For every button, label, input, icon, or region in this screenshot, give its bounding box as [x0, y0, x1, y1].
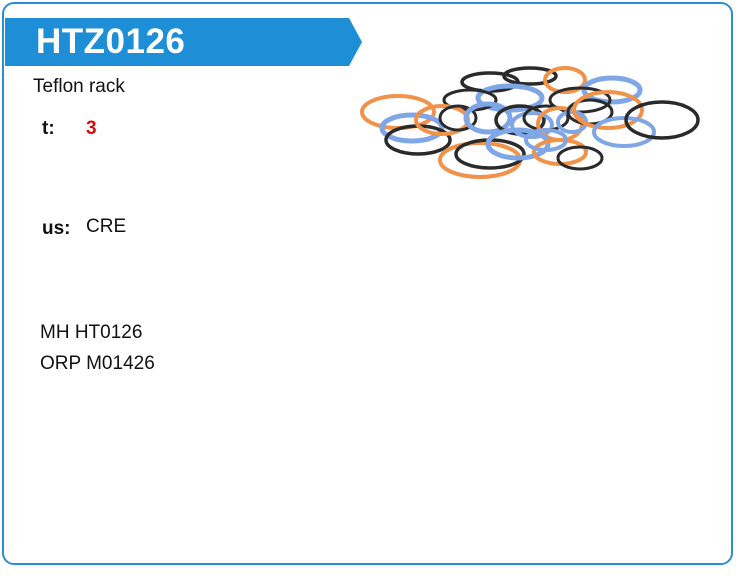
title-banner: HTZ0126: [5, 18, 362, 66]
banner-shape: [5, 18, 362, 66]
reference-orp: ORP M01426: [40, 353, 155, 374]
o-ring-seals-icon: [360, 66, 700, 179]
product-description: Teflon rack: [33, 76, 125, 97]
o-ring-seals-image: [360, 60, 705, 195]
product-code: HTZ0126: [36, 22, 186, 61]
product-card: [2, 2, 733, 565]
reference-mh: MH HT0126: [40, 322, 143, 343]
us-value: CRE: [86, 216, 127, 237]
us-label: us:: [42, 218, 71, 239]
quantity-value: 3: [86, 118, 97, 139]
quantity-label: t:: [42, 118, 55, 139]
